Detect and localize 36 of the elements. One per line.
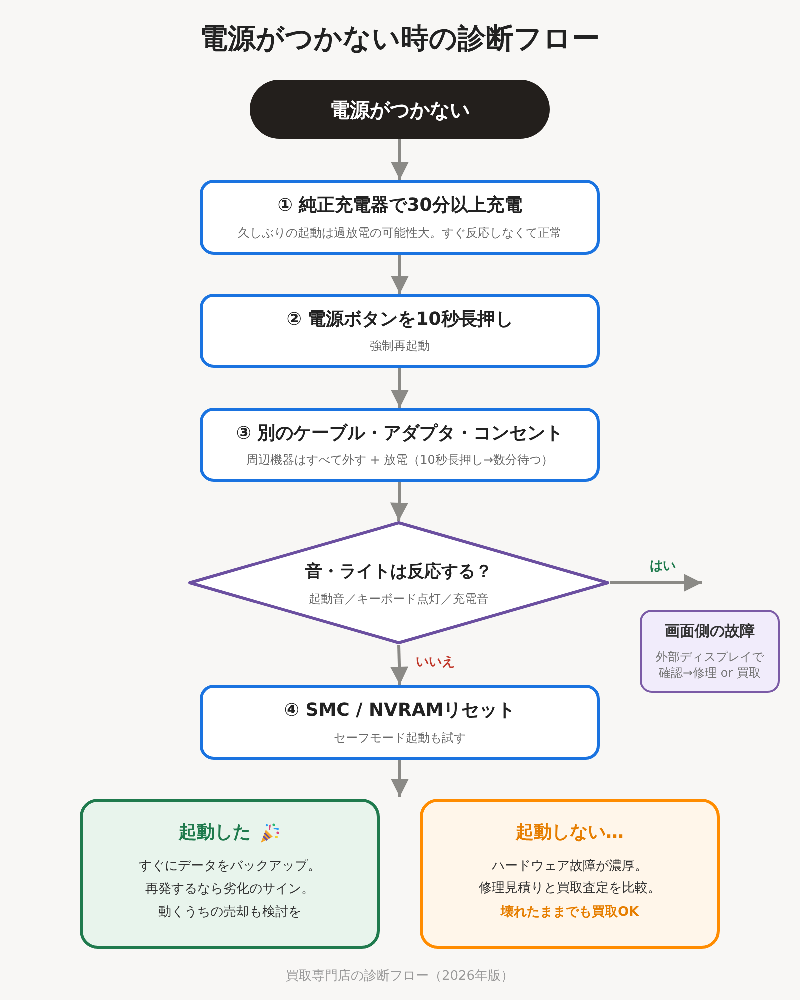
- diagram-title: 電源がつかない時の診断フロー: [200, 22, 600, 56]
- question-text: 音・ライトは反応する？: [306, 562, 492, 582]
- process-box: [200, 294, 600, 368]
- step-title: ③ 別のケーブル・アダプタ・コンセント: [236, 422, 564, 444]
- result-title: 起動しない…: [516, 822, 624, 844]
- step-note: セーフモード起動も試す: [334, 730, 466, 745]
- step-title: ① 純正充電器で30分以上充電: [278, 195, 522, 217]
- result-text: 外部ディスプレイで確認→修理 or 買取: [655, 650, 766, 682]
- arrow: [391, 139, 409, 180]
- result-text: ハードウェア故障が濃厚。修理見積りと買取査定を比較。: [478, 858, 662, 898]
- result-box: [640, 610, 780, 693]
- edge-label: はい: [648, 559, 678, 575]
- footer-caption: 買取専門店の診断フロー（2026年版）: [286, 969, 514, 985]
- step-title: ④ SMC / NVRAMリセット: [284, 700, 516, 722]
- start-label: 電源がつかない: [330, 96, 470, 124]
- question-note: 起動音／キーボード点灯／充電音: [309, 592, 489, 606]
- result-title: 画面側の故障: [665, 622, 755, 640]
- result-box: [80, 799, 380, 949]
- step-note: 強制再起動: [370, 339, 430, 354]
- decision-diamond: [188, 521, 610, 645]
- arrow: [390, 482, 408, 522]
- arrow: [391, 255, 409, 294]
- arrow: [391, 368, 409, 408]
- arrow: [390, 644, 409, 686]
- step-title: ② 電源ボタンを10秒長押し: [286, 308, 514, 330]
- edge-label: いいえ: [414, 655, 457, 671]
- result-note: 壊れたままでも買取OK: [500, 905, 640, 921]
- arrow: [610, 574, 702, 592]
- step-note: 周辺機器はすべて外す + 放電（10秒長押し→数分待つ）: [246, 453, 554, 468]
- result-text: すぐにデータをバックアップ。再発するなら劣化のサイン。動くうちの売却も検討を: [138, 858, 322, 922]
- result-box: [420, 799, 720, 949]
- step-note: 久しぶりの起動は過放電の可能性大。すぐ反応しなくて正常: [238, 226, 562, 240]
- process-box: [200, 685, 600, 760]
- result-title: 起動した: [179, 822, 251, 844]
- process-box: [200, 408, 600, 482]
- process-box: [200, 180, 600, 255]
